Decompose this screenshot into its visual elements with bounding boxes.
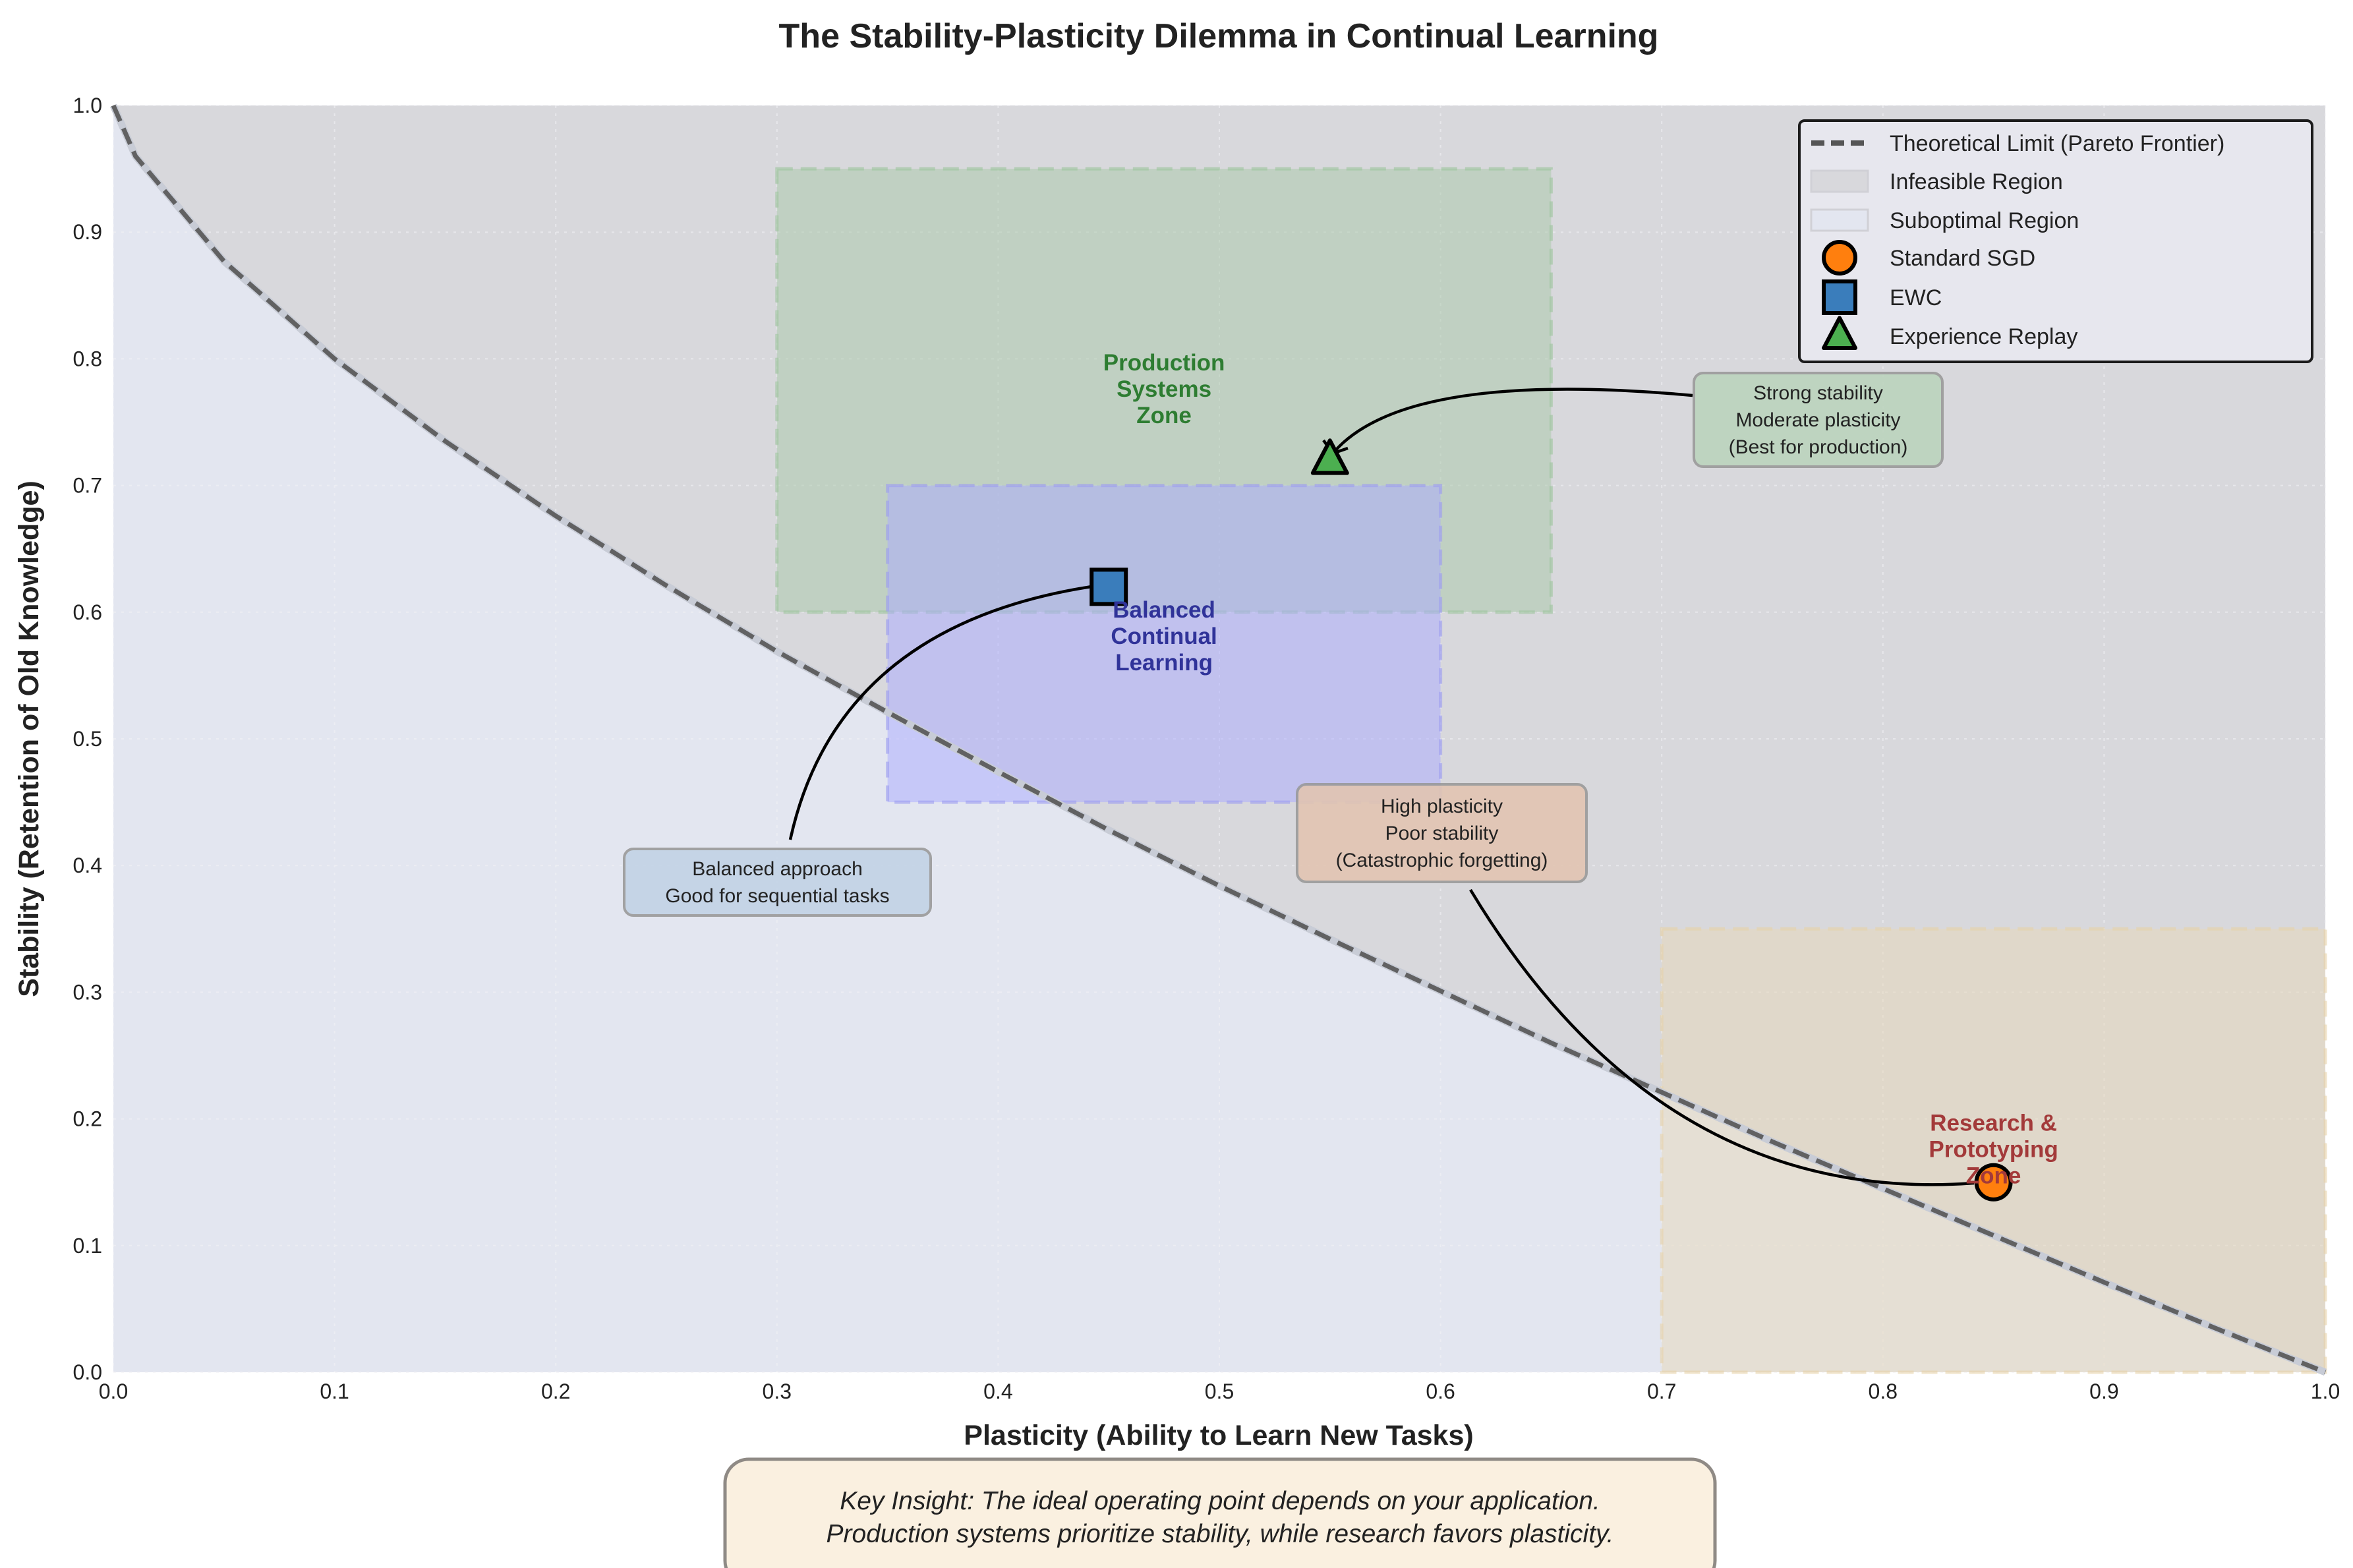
legend-label: Standard SGD	[1890, 246, 2035, 271]
frontier-line	[111, 104, 2327, 1375]
zone-label: Learning	[1115, 650, 1213, 676]
zone-label: Research &	[1930, 1110, 2057, 1136]
annotation-box	[1693, 372, 1944, 468]
y-tick-label: 0.8	[73, 347, 102, 370]
legend: Theoretical Limit (Pareto Frontier) Infea…	[1798, 119, 2313, 363]
annotation-arrow	[1469, 888, 1975, 1186]
x-tick-label: 0.9	[2089, 1379, 2118, 1403]
y-tick-label: 0.0	[73, 1360, 102, 1384]
annotation-text: (Catastrophic forgetting)	[1336, 850, 1548, 871]
legend-swatch	[1810, 169, 1869, 193]
data-point-triangle	[1310, 438, 1349, 475]
zone-label: Zone	[1966, 1163, 2021, 1188]
y-tick-label: 0.3	[73, 980, 102, 1004]
zone-label: Zone	[1136, 403, 1192, 428]
annotation-text: Balanced approach	[692, 858, 863, 880]
zone-label: Continual	[1111, 624, 1217, 649]
zone-label: Balanced	[1113, 597, 1215, 623]
annotation-box	[623, 848, 932, 917]
x-tick-label: 0.6	[1426, 1379, 1455, 1403]
x-axis-label: Plasticity (Ability to Learn New Tasks)	[964, 1420, 1473, 1451]
x-tick-label: 0.1	[320, 1379, 349, 1403]
annotation-text: High plasticity	[1381, 796, 1503, 817]
x-tick-label: 1.0	[2311, 1379, 2340, 1403]
legend-label: Infeasible Region	[1890, 169, 2063, 194]
annotation-arrow	[1331, 388, 1693, 455]
legend-square-icon	[1822, 279, 1857, 315]
annotation-text: Good for sequential tasks	[665, 885, 889, 907]
zone-label: Prototyping	[1929, 1136, 2058, 1162]
x-tick-label: 0.3	[763, 1379, 792, 1403]
annotation-text: (Best for production)	[1729, 436, 1908, 458]
x-tick-label: 0.5	[1205, 1379, 1234, 1403]
annotation-text: Moderate plasticity	[1735, 409, 1900, 431]
key-insight-box: Key Insight: The ideal operating point d…	[723, 1457, 1717, 1568]
x-tick-label: 0.7	[1647, 1379, 1676, 1403]
legend-label: Suboptimal Region	[1890, 208, 2079, 233]
legend-triangle-icon	[1822, 316, 1857, 350]
annotation-arrow	[788, 585, 1092, 840]
y-tick-label: 0.7	[73, 474, 102, 498]
x-tick-label: 0.4	[983, 1379, 1012, 1403]
y-tick-label: 0.4	[73, 854, 102, 877]
y-tick-label: 0.9	[73, 220, 102, 244]
zone-rect	[886, 484, 1443, 804]
y-axis-label: Stability (Retention of Old Knowledge)	[13, 480, 45, 997]
y-tick-label: 1.0	[73, 94, 102, 117]
key-insight-line: Production systems prioritize stability,…	[827, 1520, 1614, 1548]
legend-label: Experience Replay	[1890, 324, 2077, 349]
legend-label: EWC	[1890, 285, 1942, 310]
data-point-circle	[1974, 1163, 2013, 1202]
legend-label: Theoretical Limit (Pareto Frontier)	[1890, 131, 2224, 156]
legend-swatch	[1810, 208, 1869, 232]
y-tick-label: 0.1	[73, 1234, 102, 1258]
y-tick-label: 0.2	[73, 1107, 102, 1131]
key-insight-line: Key Insight: The ideal operating point d…	[840, 1487, 1600, 1515]
zone-label: Production	[1103, 350, 1225, 376]
y-tick-label: 0.5	[73, 727, 102, 751]
data-point-square	[1089, 567, 1128, 606]
x-tick-label: 0.8	[1869, 1379, 1898, 1403]
annotation-text: Strong stability	[1753, 382, 1883, 404]
zone-label: Systems	[1117, 376, 1211, 402]
legend-circle-icon	[1822, 240, 1857, 276]
annotation-box	[1296, 783, 1588, 883]
x-tick-label: 0.2	[541, 1379, 570, 1403]
y-tick-label: 0.6	[73, 600, 102, 624]
x-tick-label: 0.0	[99, 1379, 128, 1403]
annotation-text: Poor stability	[1385, 823, 1499, 844]
chart-title: The Stability-Plasticity Dilemma in Cont…	[779, 17, 1659, 55]
zone-rect	[1660, 927, 2327, 1374]
legend-frame	[1798, 119, 2313, 363]
